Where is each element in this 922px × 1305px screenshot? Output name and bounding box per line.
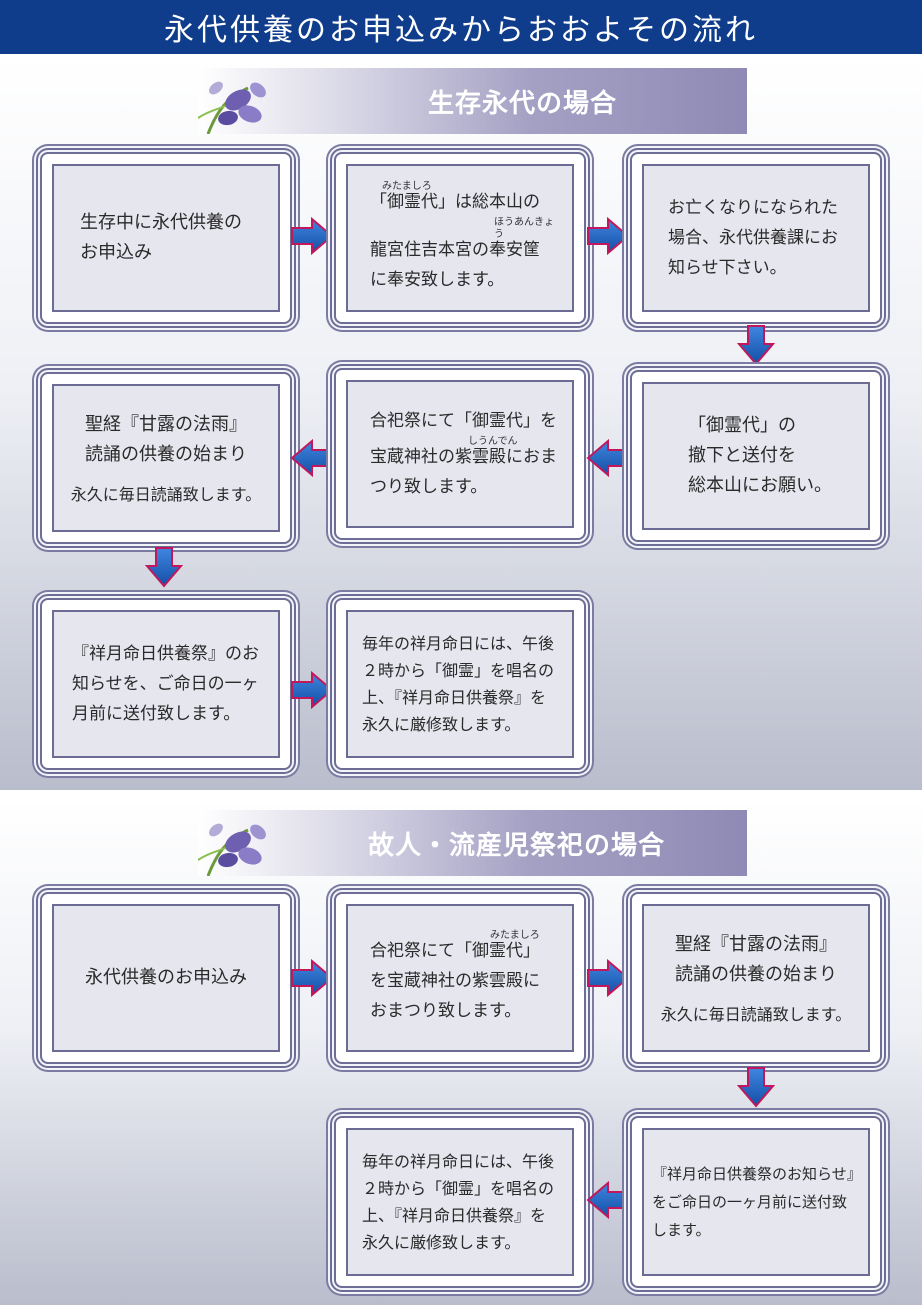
step-text: 撤下と送付を — [688, 445, 796, 466]
step-text: 「御霊代」は総本山の — [370, 192, 540, 212]
step-text: 『祥月命日供養祭のお知らせ』 — [652, 1165, 862, 1183]
step-box: 『祥月命日供養祭のお知らせ』 をご命日の一ヶ月前に送付致 します。 — [630, 1116, 882, 1288]
step-text: 永久に厳修致します。 — [362, 1233, 521, 1252]
arrow-right-icon — [291, 960, 333, 996]
step-box: 聖経『甘露の法雨』 読誦の供養の始まり 永久に毎日読誦致します。 — [40, 372, 292, 544]
section-heading: 故人・流産児祭祀の場合 — [368, 830, 666, 861]
step-text: 場合、永代供養課にお — [668, 228, 838, 248]
section-living: 生存永代の場合 生存中に永代供養の お申込み みたましろ 「御霊代」は総本山の … — [0, 58, 922, 790]
section-banner: 生存永代の場合 — [198, 68, 747, 134]
step-text: 龍宮住吉本宮の奉安筐 — [370, 240, 540, 260]
page-title-text: 永代供養のお申込みからおおよその流れ — [164, 13, 758, 48]
step-text: 「御霊代」の — [688, 415, 796, 436]
step-box: 生存中に永代供養の お申込み — [40, 152, 292, 324]
ruby-text: ほうあんきょう — [494, 217, 554, 240]
step-box: 毎年の祥月命日には、午後 ２時から「御霊」を唱名の 上、『祥月命日供養祭』を 永… — [334, 598, 586, 770]
step-text: 総本山にお願い。 — [688, 475, 832, 496]
flower-icon — [198, 810, 272, 876]
step-text: 知らせを、ご命日の一ヶ — [72, 674, 259, 694]
arrow-left-icon — [587, 1182, 629, 1218]
step-box: みたましろ 「御霊代」は総本山の ほうあんきょう 龍宮住吉本宮の奉安筐 に奉安致… — [334, 152, 586, 324]
step-text: 上、『祥月命日供養祭』を — [362, 1206, 547, 1225]
arrow-left-icon — [587, 440, 629, 476]
step-box: 『祥月命日供養祭』のお 知らせを、ご命日の一ヶ 月前に送付致します。 — [40, 598, 292, 770]
section-banner: 故人・流産児祭祀の場合 — [198, 810, 747, 876]
step-text: 知らせ下さい。 — [668, 258, 787, 278]
step-text: 聖経『甘露の法雨』 — [675, 934, 837, 955]
step-text: を宝蔵神社の紫雲殿に — [370, 971, 540, 991]
arrow-down-icon — [738, 1067, 774, 1107]
ruby-text: しうんでん — [468, 436, 518, 447]
step-box: 毎年の祥月命日には、午後 ２時から「御霊」を唱名の 上、『祥月命日供養祭』を 永… — [334, 1116, 586, 1288]
step-box: お亡くなりになられた 場合、永代供養課にお 知らせ下さい。 — [630, 152, 882, 324]
step-text: 毎年の祥月命日には、午後 — [362, 1152, 555, 1171]
step-text: に奉安致します。 — [370, 270, 505, 290]
arrow-right-icon — [291, 218, 333, 254]
step-text: 『祥月命日供養祭』のお — [72, 644, 259, 664]
step-box: 永代供養のお申込み — [40, 892, 292, 1064]
arrow-right-icon — [291, 672, 333, 708]
step-text: ２時から「御霊」を唱名の — [362, 1179, 555, 1198]
step-text: 合祀祭にて「御霊代」 — [370, 941, 540, 961]
step-text: 永久に厳修致します。 — [362, 715, 521, 734]
arrow-left-icon — [291, 440, 333, 476]
step-text: 月前に送付致します。 — [72, 704, 241, 724]
step-text: 読誦の供養の始まり — [675, 964, 837, 985]
section-deceased: 故人・流産児祭祀の場合 永代供養のお申込み みたましろ 合祀祭にて「御霊代」 を… — [0, 800, 922, 1305]
ruby-text: みたましろ — [490, 930, 540, 941]
step-text: 生存中に永代供養の — [80, 212, 242, 233]
step-text: 読誦の供養の始まり — [85, 444, 247, 465]
page-title: 永代供養のお申込みからおおよその流れ — [0, 0, 922, 54]
step-text: 聖経『甘露の法雨』 — [85, 414, 247, 435]
step-text: をご命日の一ヶ月前に送付致 — [652, 1193, 848, 1211]
step-text: 合祀祭にて「御霊代」を — [370, 411, 557, 431]
step-text: おまつり致します。 — [370, 1001, 522, 1021]
step-box: 合祀祭にて「御霊代」を しうんでん 宝蔵神社の紫雲殿におま つり致します。 — [334, 368, 586, 540]
arrow-down-icon — [146, 547, 182, 587]
step-text: 毎年の祥月命日には、午後 — [362, 634, 555, 653]
step-text: お亡くなりになられた — [668, 198, 838, 218]
step-box: 聖経『甘露の法雨』 読誦の供養の始まり 永久に毎日読誦致します。 — [630, 892, 882, 1064]
step-text: つり致します。 — [370, 477, 488, 497]
arrow-right-icon — [587, 960, 629, 996]
step-text: します。 — [652, 1221, 711, 1239]
step-text: 上、『祥月命日供養祭』を — [362, 688, 547, 707]
step-text: お申込み — [80, 242, 152, 263]
arrow-down-icon — [738, 325, 774, 365]
step-text: 永代供養のお申込み — [85, 967, 247, 988]
step-text: ２時から「御霊」を唱名の — [362, 661, 555, 680]
ruby-text: みたましろ — [382, 181, 432, 192]
arrow-right-icon — [587, 218, 629, 254]
section-heading: 生存永代の場合 — [428, 88, 618, 119]
step-text: 宝蔵神社の紫雲殿におま — [370, 447, 557, 467]
step-box: みたましろ 合祀祭にて「御霊代」 を宝蔵神社の紫雲殿に おまつり致します。 — [334, 892, 586, 1064]
step-note: 永久に毎日読誦致します。 — [70, 485, 262, 504]
flower-icon — [198, 68, 272, 134]
step-note: 永久に毎日読誦致します。 — [660, 1005, 852, 1024]
step-box: 「御霊代」の 撤下と送付を 総本山にお願い。 — [630, 370, 882, 542]
